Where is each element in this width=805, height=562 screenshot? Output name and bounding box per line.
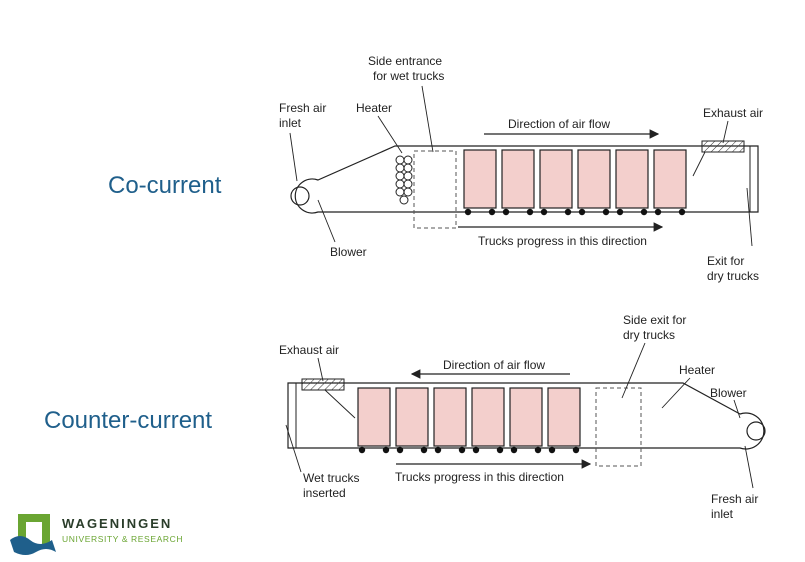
cc-truck (547, 387, 581, 447)
co-truck-wheel (526, 208, 534, 216)
cc-air-flow-label: Direction of air flow (443, 358, 545, 372)
co-trucks (463, 149, 687, 216)
cc-truck (395, 387, 429, 447)
co-heater-coils (395, 155, 413, 205)
wageningen-logo-icon (10, 514, 56, 555)
co-truck-wheel (502, 208, 510, 216)
co-truck-wheel (578, 208, 586, 216)
cc-truck-wheel (496, 446, 504, 454)
cc-wet-trucks-label-2: inserted (303, 486, 346, 500)
co-side-entrance-label: Side entrance (368, 54, 442, 68)
cc-truck-wheel (458, 446, 466, 454)
co-exit-label-2: dry trucks (707, 269, 759, 283)
cc-truck-wheel (358, 446, 366, 454)
counter-current-diagram: Exhaust air Side exit for dry trucks Dir… (279, 313, 766, 521)
cc-truck-wheel (396, 446, 404, 454)
cc-truck (357, 387, 391, 447)
cc-truck (433, 387, 467, 447)
co-truck-wheel (464, 208, 472, 216)
co-current-label: Co-current (108, 172, 222, 199)
co-current-diagram: Fresh air inlet Heater Side entrance for… (279, 54, 763, 283)
co-truck-wheel (640, 208, 648, 216)
co-truck (463, 149, 497, 209)
co-truck-wheel (654, 208, 662, 216)
co-air-flow-label: Direction of air flow (508, 117, 610, 131)
cc-truck-wheel (434, 446, 442, 454)
cc-truck (509, 387, 543, 447)
cc-side-exit-box (595, 387, 642, 467)
cc-truck-wheel (534, 446, 542, 454)
cc-fresh-air-inlet-label: Fresh air (711, 492, 758, 506)
co-trucks-progress-label: Trucks progress in this direction (478, 234, 647, 248)
cc-truck-wheel (572, 446, 580, 454)
cc-truck (471, 387, 505, 447)
counter-current-label: Counter-current (44, 407, 213, 434)
cc-truck-wheel (472, 446, 480, 454)
co-side-entrance-box (413, 150, 457, 229)
co-blower-fan (290, 186, 310, 206)
co-heater-label: Heater (356, 101, 392, 115)
cc-blower-label: Blower (710, 386, 747, 400)
co-truck-wheel (602, 208, 610, 216)
co-truck (653, 149, 687, 209)
co-fresh-air-inlet-label: Fresh air (279, 101, 326, 115)
co-tunnel-outline (294, 145, 759, 214)
co-truck (615, 149, 649, 209)
co-truck-wheel (488, 208, 496, 216)
cc-side-exit-label: Side exit for (623, 313, 686, 327)
cc-truck-wheel (420, 446, 428, 454)
cc-trucks (357, 387, 581, 454)
co-exhaust-air-label: Exhaust air (703, 106, 763, 120)
logo-name: WAGENINGEN (62, 516, 173, 531)
cc-fresh-air-inlet-label-2: inlet (711, 507, 734, 521)
co-truck (577, 149, 611, 209)
cc-trucks-progress-label: Trucks progress in this direction (395, 470, 564, 484)
cc-truck-wheel (382, 446, 390, 454)
co-blower-label: Blower (330, 245, 367, 259)
co-truck-wheel (540, 208, 548, 216)
co-truck-wheel (564, 208, 572, 216)
co-truck (501, 149, 535, 209)
cc-side-exit-label-2: dry trucks (623, 328, 675, 342)
cc-truck-wheel (548, 446, 556, 454)
co-side-entrance-label-2: for wet trucks (373, 69, 444, 83)
co-truck-wheel (678, 208, 686, 216)
cc-exhaust-air-label: Exhaust air (279, 343, 339, 357)
logo-subtitle: UNIVERSITY & RESEARCH (62, 534, 184, 544)
cc-truck-wheel (510, 446, 518, 454)
co-truck (539, 149, 573, 209)
cc-wet-trucks-label: Wet trucks (303, 471, 359, 485)
cc-blower-fan (746, 421, 766, 441)
co-fresh-air-inlet-label-2: inlet (279, 116, 302, 130)
cc-heater-label: Heater (679, 363, 715, 377)
co-truck-wheel (616, 208, 624, 216)
co-exit-label: Exit for (707, 254, 744, 268)
